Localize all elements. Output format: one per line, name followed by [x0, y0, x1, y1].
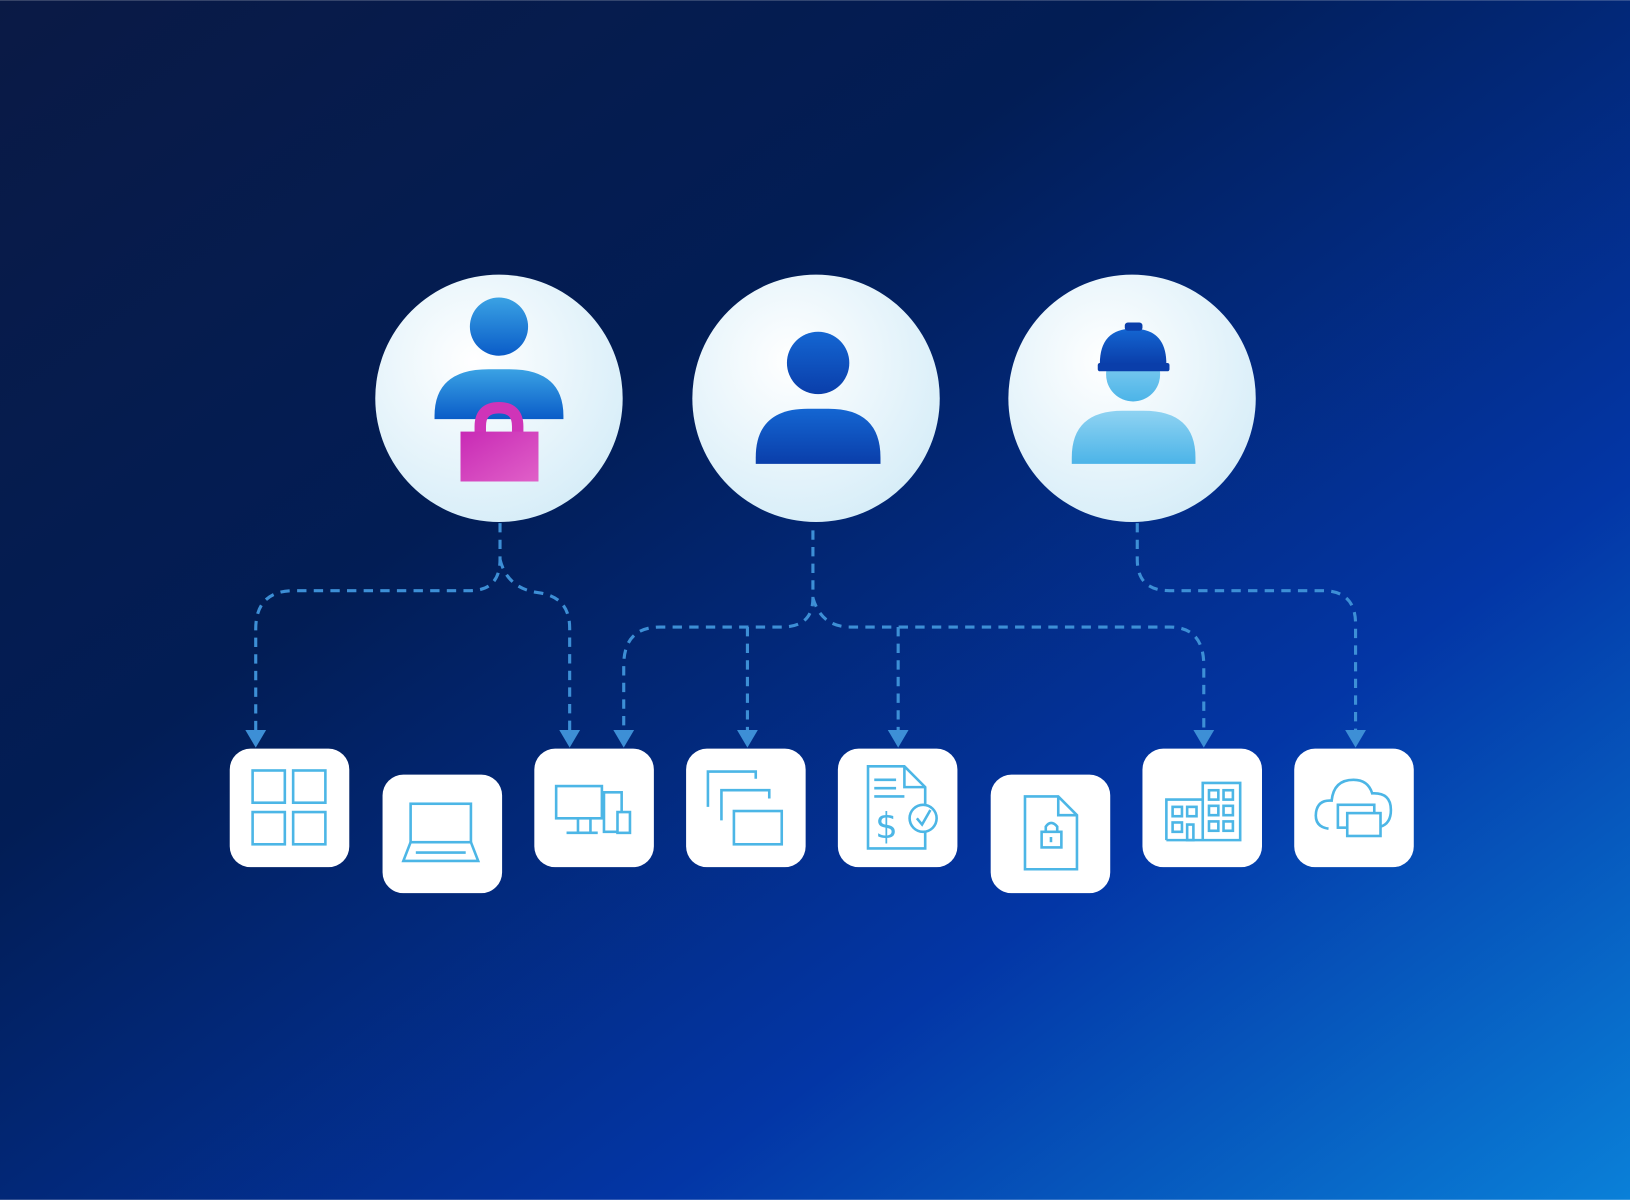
resource-laptop[interactable]: [382, 774, 503, 894]
resource-locked-document[interactable]: [990, 774, 1111, 894]
role-worker[interactable]: [1008, 274, 1256, 523]
resource-apps[interactable]: [229, 748, 350, 868]
apps-grid-icon: [251, 769, 327, 846]
resource-cloud[interactable]: [1294, 748, 1414, 868]
connector-user-building: [811, 597, 1206, 737]
resource-invoice[interactable]: $: [837, 748, 958, 868]
arrowhead: [737, 729, 758, 748]
connectors: [254, 523, 1358, 737]
user-with-lock-icon: [434, 297, 564, 482]
locked-document-icon: [1023, 795, 1079, 871]
dollar-sign-glyph: $: [875, 806, 897, 847]
worker-hardhat-icon: [1071, 322, 1196, 464]
arrowheads: [245, 729, 1366, 748]
windows-icon: [706, 770, 784, 846]
connector-admin-apps: [254, 523, 502, 737]
resource-devices[interactable]: [534, 748, 654, 868]
invoice-approved-icon: $: [866, 765, 938, 850]
arrowhead: [559, 729, 581, 748]
role-admin[interactable]: [375, 274, 623, 523]
resource-windows[interactable]: [686, 748, 806, 868]
devices-icon: [554, 784, 632, 835]
arrowhead: [613, 729, 635, 748]
arrowhead: [245, 729, 267, 748]
arrowhead: [887, 729, 909, 748]
connector-user-devices: [622, 530, 815, 737]
arrowhead: [1345, 729, 1366, 748]
building-icon: [1165, 781, 1242, 842]
cloud-windows-icon: [1314, 778, 1393, 838]
arrowhead: [1193, 729, 1215, 748]
role-user[interactable]: [692, 274, 940, 523]
laptop-icon: [401, 802, 481, 863]
resource-building[interactable]: [1142, 748, 1263, 868]
connector-admin-devices: [498, 559, 572, 737]
user-icon: [755, 331, 881, 464]
